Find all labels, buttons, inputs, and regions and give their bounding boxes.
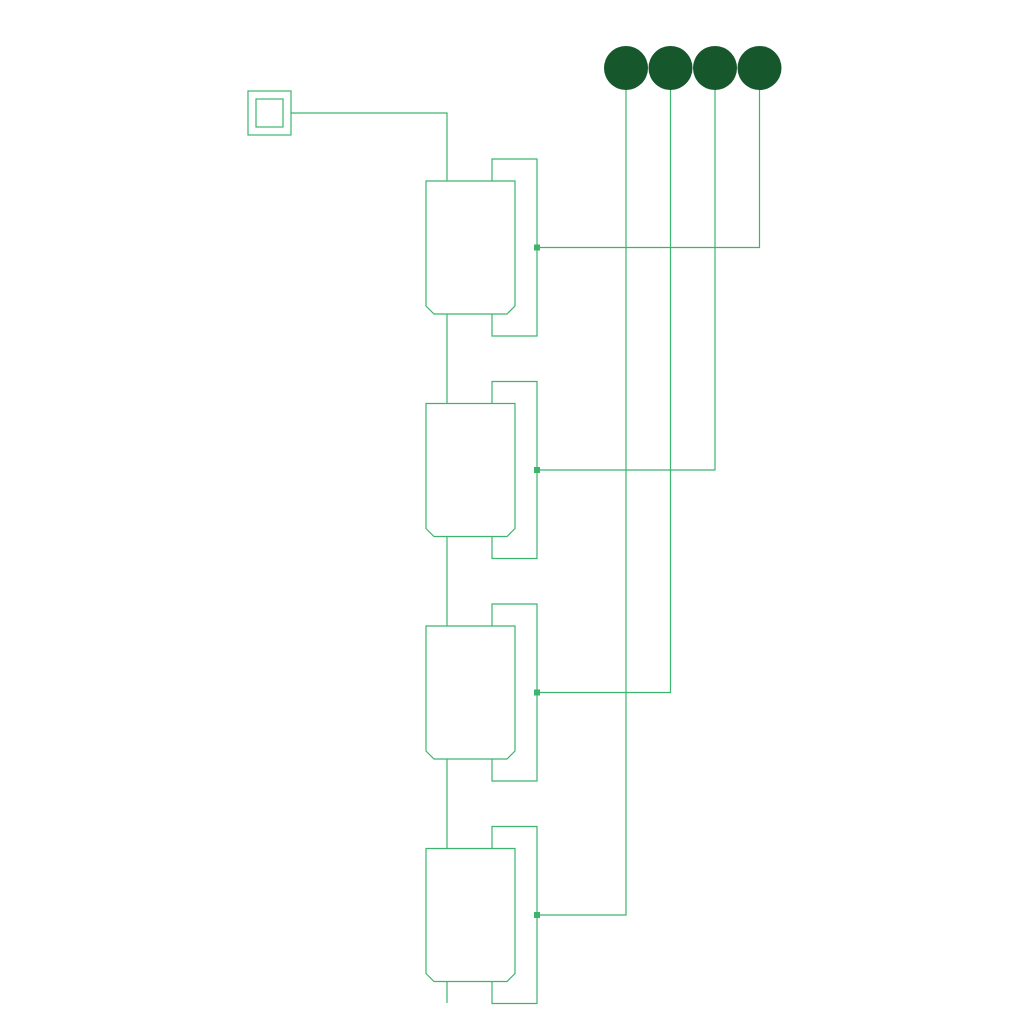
output-indicator-4 bbox=[737, 46, 782, 90]
output-indicator-1 bbox=[604, 46, 648, 90]
flip-flop-body bbox=[425, 847, 516, 983]
output-wire-2 bbox=[537, 68, 716, 471]
output-wires bbox=[537, 68, 761, 916]
output-indicator-3 bbox=[693, 46, 737, 90]
output-wire-3 bbox=[537, 68, 672, 694]
input-wire bbox=[291, 112, 448, 181]
flip-flop-body bbox=[425, 625, 516, 760]
output-indicators bbox=[604, 46, 782, 90]
output-indicator-2 bbox=[648, 46, 693, 90]
output-wire-1 bbox=[537, 68, 761, 249]
input-inner-square-icon bbox=[255, 98, 284, 128]
flip-flop-body bbox=[425, 402, 516, 538]
output-wire-4 bbox=[537, 68, 627, 916]
flip-flop-body bbox=[425, 180, 516, 315]
